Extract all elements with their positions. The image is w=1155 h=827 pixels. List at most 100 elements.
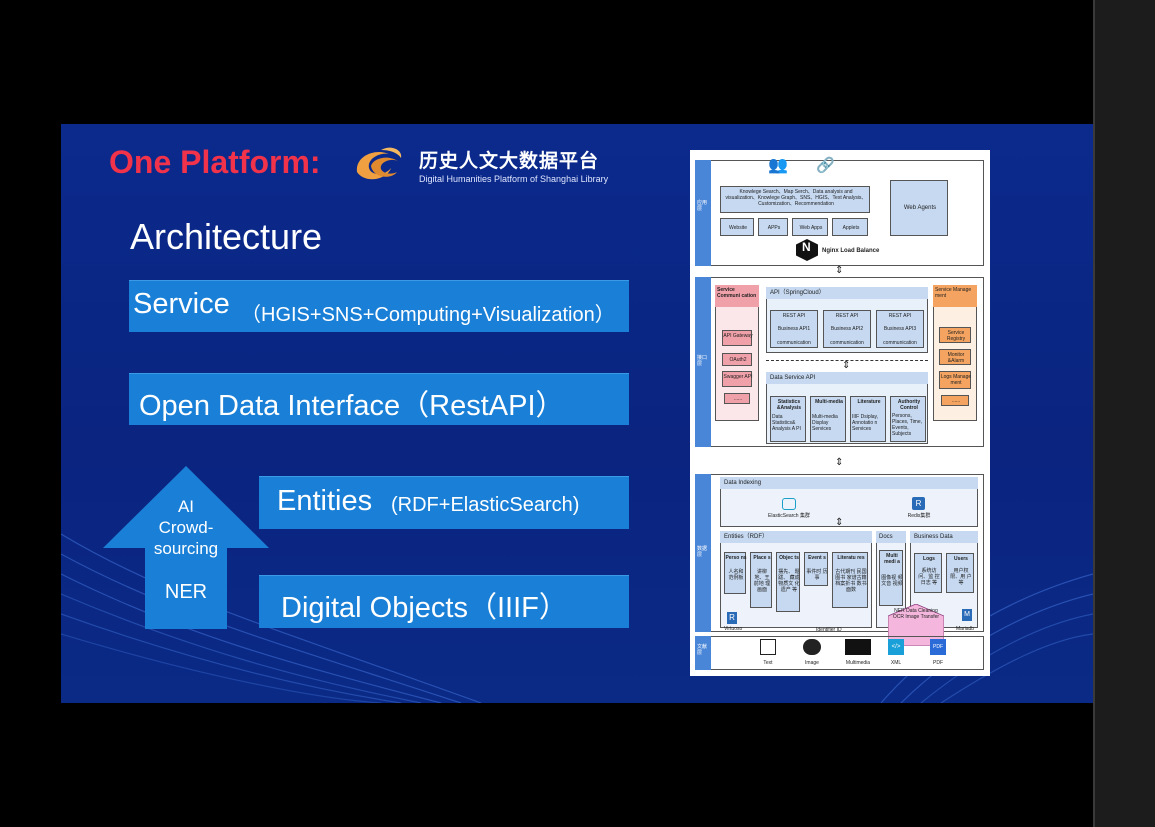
window-right-edge [1093, 0, 1095, 827]
redis-icon: R [912, 497, 925, 510]
logs-box: Logs 系统访 问、监 控日志 等 [914, 553, 942, 593]
api-gateway-label: API Gateway [723, 333, 753, 339]
swagger-api-label: Swagger API [723, 374, 753, 380]
monitor-alarm-label: Monitor &Alarm [947, 352, 965, 364]
type-xml-label: XML [890, 660, 902, 666]
identifier-id-label: Identifier ID [816, 627, 842, 633]
right-more-box: ...... [941, 395, 969, 406]
entities-rdf-label: Entities（RDF） [724, 534, 769, 540]
api-gateway-box: API Gateway [722, 330, 753, 346]
type-pdf-label: PDF [933, 660, 943, 666]
ds-multimedia-body: Multi-media Display Services [812, 414, 838, 432]
entities-bar: Entities (RDF+ElasticSearch) [259, 476, 629, 529]
nginx-label: Nginx Load Balance [822, 248, 880, 254]
app-web-apps: Web Apps [792, 218, 828, 236]
right-more-label: ...... [951, 398, 961, 404]
entity-persons-body: 人名和 范例板 [728, 569, 744, 581]
open-data-interface-bar: Open Data Interface（RestAPI） [129, 373, 629, 425]
type-text-label: Text [763, 660, 773, 666]
connector-arrow-2: ⇕ [835, 457, 844, 468]
elasticsearch-icon [782, 498, 796, 510]
image-icon [803, 639, 821, 655]
service-bar-label: Service [133, 288, 230, 320]
link-icon: 🔗 [816, 157, 835, 174]
mariadb-icon: M [962, 609, 972, 621]
arrow-label-ai: AI [177, 497, 195, 516]
mariadb-label: Mariadb [956, 626, 975, 632]
presentation-slide: One Platform: 历史人文大数据平台 Digital Humaniti… [61, 124, 1093, 703]
api-springcloud-header: API（SpringCloud） [766, 287, 928, 299]
communication-1: communication [777, 340, 811, 346]
docs-multimedia-body: 图像视 频文音 视频 [881, 575, 903, 587]
text-doc-icon [760, 639, 776, 655]
monitor-alarm-box: Monitor &Alarm [939, 349, 971, 365]
left-more-box: ...... [724, 393, 750, 404]
ds-literature-box: Literature IIIF Dsiplay, Annotatio n Ser… [850, 396, 886, 442]
ds-authority-body: Persons, Places, Time, Events, Subjects [892, 413, 923, 437]
dashed-divider [766, 360, 928, 361]
app-apps: APPs [758, 218, 788, 236]
connector-arrow-inner-2: ⇕ [835, 517, 844, 528]
left-more-label: ...... [733, 396, 743, 402]
ds-multimedia-box: Multi-media Multi-media Display Services [810, 396, 846, 442]
ds-literature-body: IIIF Dsiplay, Annotatio n Services [852, 414, 879, 432]
window-right-frame [1093, 0, 1155, 827]
arrow-label-sourcing: sourcing [153, 539, 219, 558]
application-layer-label: 应用层 [697, 200, 708, 212]
slide-title: One Platform: [109, 144, 321, 180]
api-springcloud-label: API（SpringCloud） [770, 290, 825, 296]
ds-literature-title: Literature [857, 399, 881, 405]
data-service-api-header: Data Service API [766, 372, 928, 384]
logo-chinese-name: 历史人文大数据平台 [419, 151, 600, 172]
entity-objects-body: 摆先、 题跋、 藏成 物质文 化遗产 等 [778, 569, 800, 593]
features-text: Knowlege Search、Map Serch、Data analysis … [725, 189, 867, 207]
type-image-label: Image [805, 660, 819, 666]
entity-places-box: Place s 讲柳 地、王 前地 理画面 [750, 552, 772, 608]
data-indexing-label: Data Indexing [724, 480, 762, 486]
entities-bar-label: Entities [277, 485, 373, 517]
service-communication-label: Service Communi cation [717, 287, 757, 299]
library-logo-icon [356, 147, 402, 180]
communication-2: communication [830, 340, 864, 346]
web-agents-box: Web Agents [890, 180, 948, 236]
nginx-icon: N [796, 239, 818, 261]
users-title: Users [954, 556, 968, 562]
document-layer-strip [695, 636, 711, 670]
rest-api-2: REST API [835, 313, 859, 319]
users-body: 用户权 限、用 户等 [950, 568, 972, 586]
entity-objects-box: Objec ts 摆先、 题跋、 藏成 物质文 化遗产 等 [776, 552, 800, 612]
business-api1-box [770, 310, 818, 348]
pdf-icon: PDF [930, 639, 946, 655]
service-management-label: Service Manage ment [935, 287, 972, 299]
wave-decoration-left [61, 533, 481, 703]
elasticsearch-label: ElasticSearch 集群 [768, 513, 810, 519]
logo-english-name: Digital Humanities Platform of Shanghai … [419, 174, 609, 184]
rest-api-1: REST API [782, 313, 806, 319]
rest-api-3: REST API [888, 313, 912, 319]
app-website: Website [720, 218, 754, 236]
features-box: Knowlege Search、Map Serch、Data analysis … [720, 186, 870, 213]
ds-statistics-title: Statistics &Analysis [776, 399, 802, 411]
docs-label: Docs [879, 534, 893, 540]
entities-rdf-header: Entities（RDF） [720, 531, 872, 543]
entity-objects-title: Objec ts [779, 555, 799, 561]
business-api3-label: Business API3 [883, 326, 917, 332]
logs-title: Logs [923, 556, 935, 562]
virtuoso-label: Virtuoso [724, 626, 743, 632]
connector-arrow-inner: ⇕ [842, 360, 851, 371]
oauth2-box: OAuth2 [722, 353, 752, 366]
swagger-api-box: Swagger API [722, 371, 752, 387]
ds-statistics-box: Statistics &Analysis Data Statistics& An… [770, 396, 806, 442]
entity-places-body: 讲柳 地、王 前地 理画面 [753, 569, 771, 593]
business-api2-label: Business API2 [830, 326, 864, 332]
entity-literatures-title: Literatu res [837, 555, 865, 561]
interface-layer-strip [695, 277, 711, 447]
users-icon-row: 👥 🔗 [750, 157, 840, 184]
ds-authority-box: Authority Control Persons, Places, Time,… [890, 396, 926, 442]
entity-events-body: 事件时 历事 [806, 569, 828, 581]
application-layer-strip [695, 160, 711, 266]
web-agents-label: Web Agents [903, 205, 937, 211]
logs-management-label: Logs Manage ment [940, 374, 972, 386]
business-api1-label: Business API1 [777, 326, 811, 332]
service-registry-label: Service Registry [946, 330, 966, 342]
